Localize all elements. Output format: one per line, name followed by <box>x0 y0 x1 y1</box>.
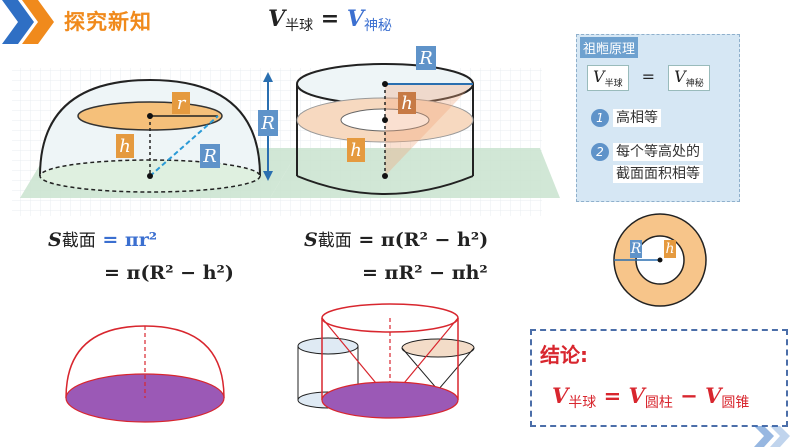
label-h-right: h <box>347 138 365 162</box>
formula-right-line2: = πR² − πh² <box>362 262 488 284</box>
label-h-right-top: h <box>398 92 416 114</box>
label-R-left: R <box>200 144 220 168</box>
conclusion-box: 结论: V半球 = V圆柱 − V圆锥 <box>530 329 788 427</box>
bottom-hemisphere <box>65 325 225 423</box>
chevron-decoration-icon <box>2 0 54 44</box>
ring-diagram <box>613 213 707 307</box>
label-R-mid: R <box>258 110 278 136</box>
formula-right-line1: S截面 = π(R² − h²) <box>304 229 489 251</box>
corner-chevron-icon <box>754 426 790 447</box>
conclusion-equation: V半球 = V圆柱 − V圆锥 <box>552 383 750 411</box>
main-diagram <box>12 63 560 216</box>
ring-label-h: h <box>664 240 676 258</box>
top-formula: V半球 = V神秘 <box>268 6 392 34</box>
radius-R <box>149 115 219 177</box>
label-R-right: R <box>416 46 436 70</box>
formula-left-line1: S截面 = πr² <box>48 229 158 251</box>
conclusion-title: 结论: <box>540 343 588 367</box>
principle-item-2-line2: 截面面积相等 <box>613 163 703 183</box>
bottom-cylinder-cone <box>297 303 475 419</box>
principle-equation: V半球 = V神秘 <box>587 65 710 92</box>
ring-label-R: R <box>630 240 642 258</box>
right-plane <box>270 148 560 198</box>
formula-left-line2: = π(R² − h²) <box>104 262 234 284</box>
page-title: 探究新知 <box>64 10 152 34</box>
principle-title: 祖暅原理 <box>580 37 639 58</box>
label-r: r <box>172 92 190 114</box>
label-h-left: h <box>116 134 134 158</box>
